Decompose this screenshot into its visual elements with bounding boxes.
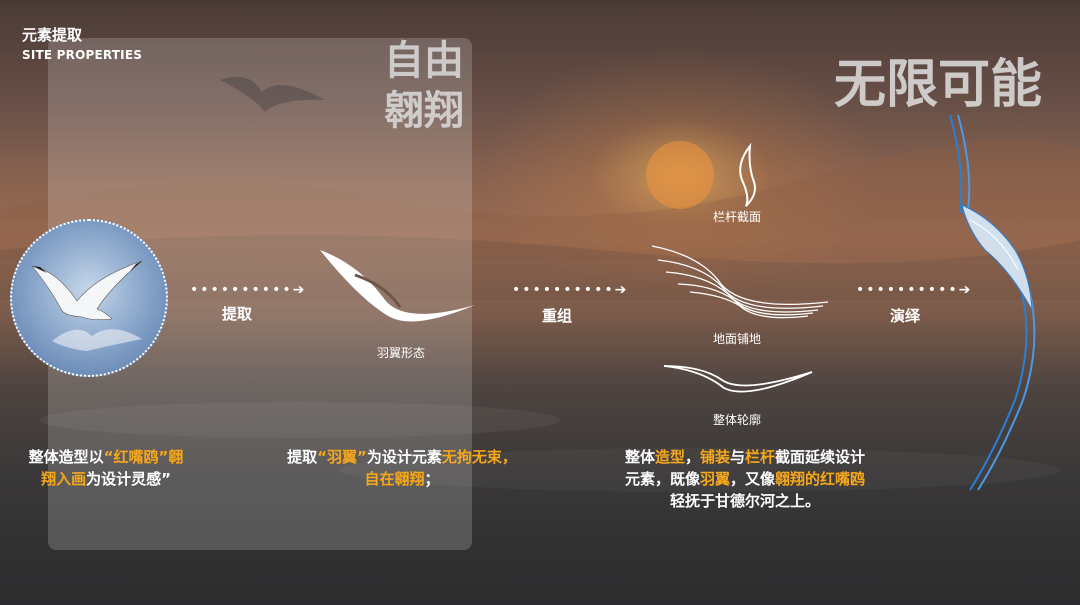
caption-outline: 整体轮廓 [713, 413, 762, 427]
desc-recombine: 整体造型，铺装与栏杆截面延续设计 元素，既像羽翼，又像翱翔的红嘴鸥 轻抚于甘德尔… [624, 448, 866, 510]
ground-paving-shape [651, 245, 829, 319]
arrow-interpret: ••••••••••➔ [856, 282, 973, 298]
page-subtitle: SITE PROPERTIES [22, 48, 143, 62]
outline-shape [663, 365, 813, 393]
arrow-extract: ••••••••••➔ [190, 282, 307, 298]
seagull-icon [31, 260, 143, 351]
final-form-shape [949, 114, 1036, 491]
step-label-extract: 提取 [222, 305, 253, 323]
big-text-right: 无限可能 [834, 55, 1043, 115]
big-text-left: 自由翱翔 [384, 38, 464, 134]
step-label-recombine: 重组 [542, 307, 573, 325]
caption-wing: 羽翼形态 [377, 346, 426, 360]
seagull-photo [10, 219, 168, 377]
desc-inspiration: 整体造型以“红嘴鸥”翱 翔入画为设计灵感” [28, 448, 184, 488]
railing-section-shape [739, 142, 756, 207]
wing-shape [320, 250, 475, 322]
caption-railing: 栏杆截面 [713, 210, 762, 224]
desc-extract: 提取“羽翼”为设计元素无拘无束， 自在翱翔； [287, 448, 517, 488]
arrow-recombine: ••••••••••➔ [512, 282, 629, 298]
caption-ground: 地面铺地 [713, 332, 762, 346]
page-title: 元素提取 [22, 26, 83, 44]
step-label-interpret: 演绎 [890, 307, 921, 325]
